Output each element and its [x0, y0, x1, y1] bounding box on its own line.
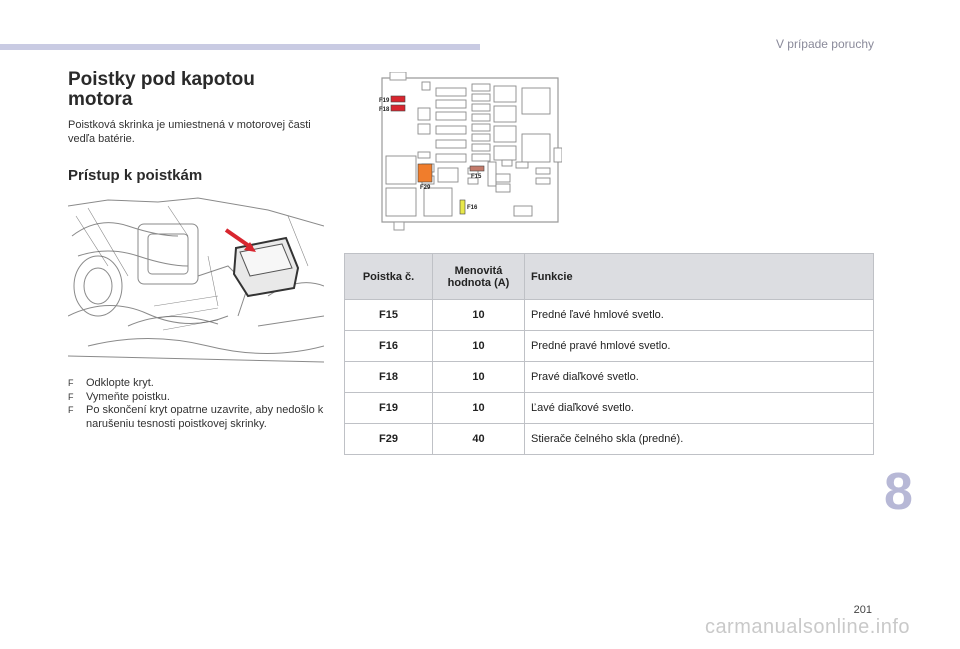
table-cell: 40: [432, 423, 525, 455]
column-header: Funkcie: [524, 253, 874, 300]
table-header-row: Poistka č. Menovitá hodnota (A) Funkcie: [344, 253, 874, 300]
table-cell: F18: [344, 361, 433, 393]
intro-text: Poistková skrinka je umiestnená v motoro…: [68, 119, 311, 145]
table-cell: Pravé diaľkové svetlo.: [524, 361, 874, 393]
header-bar: [0, 44, 480, 50]
table-cell: Predné ľavé hmlové svetlo.: [524, 299, 874, 331]
table-cell: F16: [344, 330, 433, 362]
table-row: F15 10 Predné ľavé hmlové svetlo.: [344, 299, 874, 331]
label-f16: F16: [467, 205, 478, 211]
table-cell: F15: [344, 299, 433, 331]
table-row: F29 40 Stierače čelného skla (predné).: [344, 423, 874, 455]
label-f18: F18: [379, 107, 390, 113]
column-header: Poistka č.: [344, 253, 433, 300]
table-row: F19 10 Ľavé diaľkové svetlo.: [344, 392, 874, 424]
chapter-number: 8: [884, 463, 913, 521]
fuse-box-diagram: F19 F18 F29 F15 F16: [379, 72, 562, 231]
label-f19: F19: [379, 98, 390, 104]
table-cell: 10: [432, 299, 525, 331]
table-cell: 10: [432, 392, 525, 424]
table-cell: Ľavé diaľkové svetlo.: [524, 392, 874, 424]
watermark: carmanualsonline.info: [704, 616, 910, 638]
section-label: V prípade poruchy: [775, 37, 874, 51]
page-title: Poistky pod kapotou motora: [68, 69, 255, 110]
table-cell: F19: [344, 392, 433, 424]
table-row: F16 10 Predné pravé hmlové svetlo.: [344, 330, 874, 362]
section-subtitle: Prístup k poistkám: [68, 167, 203, 184]
page-number: 201: [853, 604, 872, 616]
table-cell: 10: [432, 330, 525, 362]
label-f29: F29: [420, 185, 431, 191]
column-header: Menovitá hodnota (A): [432, 253, 525, 300]
engine-bay-photo: [68, 196, 324, 364]
table-cell: Stierače čelného skla (predné).: [524, 423, 874, 455]
table-cell: F29: [344, 423, 433, 455]
table-cell: 10: [432, 361, 525, 393]
table-row: F18 10 Pravé diaľkové svetlo.: [344, 361, 874, 393]
table-cell: Predné pravé hmlové svetlo.: [524, 330, 874, 362]
label-f15: F15: [471, 174, 482, 180]
fuse-table: Poistka č. Menovitá hodnota (A) Funkcie …: [344, 253, 874, 455]
